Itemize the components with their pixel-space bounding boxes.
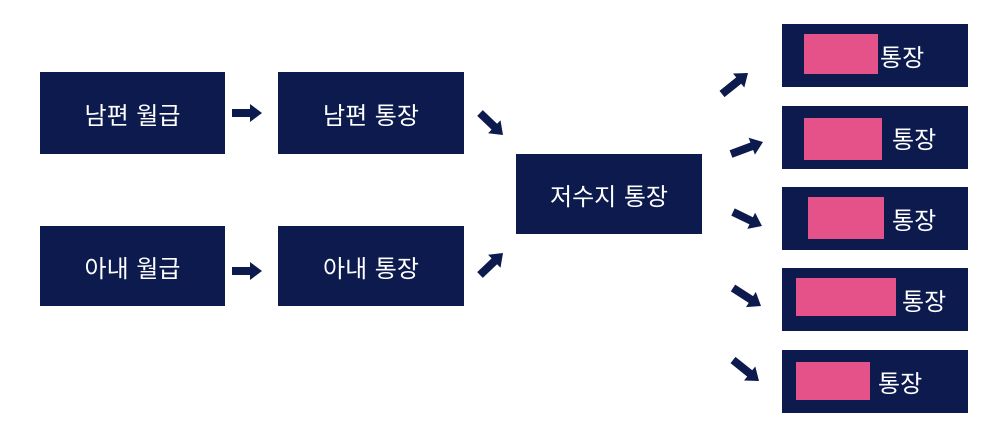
sub-account-label: 통장 [880,44,925,72]
sub-account-highlight [808,197,884,239]
sub-account-highlight [804,34,878,74]
sub-account-box-1: 통장 [782,24,968,87]
husband-salary-box: 남편 월급 [40,72,225,154]
sub-account-box-5: 통장 [782,350,968,413]
wife-account-box: 아내 통장 [278,226,464,306]
flow-arrow-1 [232,104,262,122]
flow-arrow-7 [731,208,762,229]
reservoir-account-box: 저수지 통장 [516,154,702,234]
sub-account-highlight [796,278,896,316]
flow-arrow-2 [477,110,503,135]
flow-arrow-4 [232,262,262,280]
sub-account-label: 통장 [878,370,923,398]
sub-account-highlight [796,362,870,400]
flow-arrow-3 [477,253,503,278]
sub-account-highlight [804,118,882,160]
sub-account-label: 통장 [892,207,937,235]
sub-account-box-3: 통장 [782,187,968,250]
wife-salary-label: 아내 월급 [84,254,181,283]
wife-account-label: 아내 통장 [323,254,419,283]
husband-account-label: 남편 통장 [323,101,419,130]
flow-arrow-9 [730,356,759,381]
wife-salary-box: 아내 월급 [40,226,225,306]
sub-account-box-4: 통장 [782,268,968,331]
husband-salary-label: 남편 월급 [84,101,181,130]
flow-arrow-5 [719,73,748,98]
sub-account-label: 통장 [892,126,937,154]
reservoir-account-label: 저수지 통장 [549,182,669,211]
sub-account-box-2: 통장 [782,106,968,169]
husband-account-box: 남편 통장 [278,72,464,154]
flow-arrow-8 [730,284,761,308]
sub-account-label: 통장 [902,288,947,316]
flow-arrow-6 [729,137,763,158]
